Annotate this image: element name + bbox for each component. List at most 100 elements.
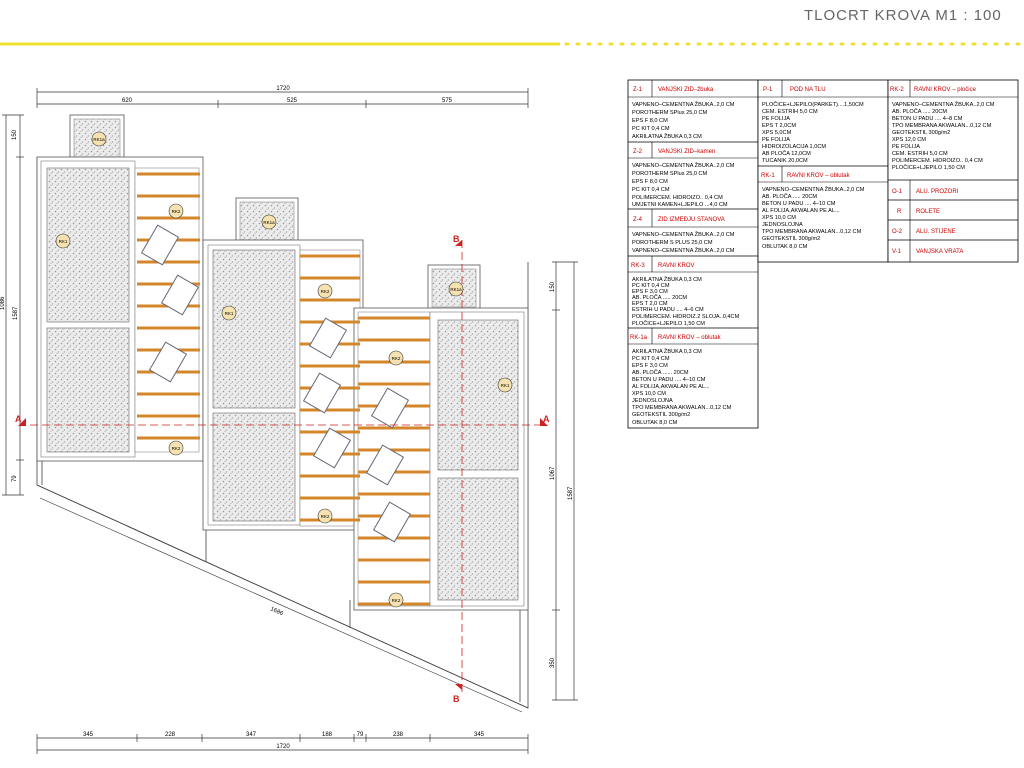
svg-text:POD NA TLU: POD NA TLU — [790, 87, 826, 93]
roof-tag: RK1 — [221, 305, 237, 321]
svg-text:XPS 12,0 CM: XPS 12,0 CM — [892, 137, 926, 143]
bottom-dim-5: 79 — [357, 732, 364, 738]
svg-text:ESTRIH U PADU .... 4–6 CM: ESTRIH U PADU .... 4–6 CM — [632, 307, 704, 313]
svg-text:AKRILATNA ŽBUKA 0,3 C: AKRILATNA ŽBUKA 0,3 CM — [632, 347, 702, 355]
roof-tag: RK2 — [317, 283, 333, 299]
svg-text:VANJSKI ZID–žbuka: VANJSKI ZID–žbuka — [658, 87, 714, 93]
unit-1 — [36, 114, 204, 462]
svg-text:HIDROIZOLACIJA 1,0CM: HIDROIZOLACIJA 1,0CM — [762, 144, 826, 150]
section-b-top: B — [453, 234, 460, 244]
svg-text:VAPNENO–CEMENTNA ŽBUKA..2,0: VAPNENO–CEMENTNA ŽBUKA..2,0 CM — [632, 246, 735, 254]
svg-text:PE FOLIJA: PE FOLIJA — [762, 116, 790, 122]
svg-text:RK2: RK2 — [321, 514, 330, 519]
roof-tag: RK1a — [91, 131, 107, 147]
bottom-dim-6: 238 — [393, 732, 404, 738]
svg-text:AL FOLIJA,AKWALAN PE AL...: AL FOLIJA,AKWALAN PE AL... — [762, 208, 840, 214]
svg-text:GEOTEKSTIL 300g/m2: GEOTEKSTIL 300g/m2 — [632, 412, 690, 418]
top-dim-3: 575 — [442, 98, 453, 104]
svg-text:RK-1a: RK-1a — [630, 335, 648, 341]
svg-text:RK1: RK1 — [225, 311, 234, 316]
svg-text:JEDNOSLOJNA: JEDNOSLOJNA — [762, 222, 803, 228]
svg-text:RAVNI KROV – oblutak: RAVNI KROV – oblutak — [658, 335, 722, 341]
svg-text:PC KIT 0,4: PC KIT 0,4 CM — [632, 187, 670, 193]
left-dimension-lines — [2, 114, 24, 496]
svg-text:GEOTEKSTIL 300g/m2: GEOTEKSTIL 300g/m2 — [892, 130, 950, 136]
roof-tag: RK1 — [55, 233, 71, 249]
bottom-dimension-lines — [36, 734, 529, 754]
svg-text:EPS F 8,0: EPS F 8,0 CM — [632, 118, 668, 124]
svg-text:VAPNENO–CEMENTNA ŽBUKA..2,0: VAPNENO–CEMENTNA ŽBUKA..2,0 CM — [632, 161, 735, 169]
svg-text:CEM. ESTRIH 5,0 CM: CEM. ESTRIH 5,0 CM — [762, 109, 818, 115]
svg-text:PC KIT 0,4: PC KIT 0,4 CM — [632, 283, 670, 289]
svg-text:POLIMERCEM. HIDROIZO.. 0,4: POLIMERCEM. HIDROIZO.. 0,4 CM — [632, 195, 723, 201]
svg-text:EPS T 2,0CM: EPS T 2,0CM — [762, 123, 796, 129]
svg-text:PC KIT 0,4: PC KIT 0,4 CM — [632, 126, 670, 132]
svg-text:PLOČICE+LJEPILO 1,50: PLOČICE+LJEPILO 1,50 CM — [892, 164, 965, 171]
svg-text:R: R — [897, 209, 902, 215]
top-dimension-lines — [36, 88, 529, 108]
svg-text:AL FOLIJA,AKWALAN PE AL...: AL FOLIJA,AKWALAN PE AL... — [632, 384, 710, 390]
svg-text:RK1: RK1 — [59, 239, 68, 244]
roof-tag: RK2 — [168, 203, 184, 219]
section-markers — [18, 240, 548, 690]
right-dim-2: 1067 — [550, 466, 556, 480]
svg-text:PE FOLIJA: PE FOLIJA — [762, 137, 790, 143]
roof-tag: RK2 — [317, 508, 333, 524]
svg-text:EPS F 3,0 CM: EPS F 3,0 CM — [632, 289, 668, 295]
svg-text:TPO MEMBRANA AKWALAN...0,12: TPO MEMBRANA AKWALAN...0,12 CM — [892, 123, 992, 129]
legend-table: Z-1 VANJSKI ZID–žbuka Z-2 VANJSKI ZID–ka… — [627, 79, 1019, 429]
svg-text:PLOČICE+LJEPILO(PARKET)....1,5: PLOČICE+LJEPILO(PARKET)....1,50CM — [762, 101, 864, 108]
svg-text:TPO MEMBRANA AKWALAN...0,12: TPO MEMBRANA AKWALAN...0,12 CM — [632, 405, 732, 411]
left-dim-4: 79 — [12, 475, 18, 482]
svg-text:POLIMERCEM. HIDROIZ.2 SLOJA.: POLIMERCEM. HIDROIZ.2 SLOJA..0,4CM — [632, 314, 740, 320]
section-a-left: A — [15, 414, 22, 424]
svg-text:VANJSKI ZID–kamen: VANJSKI ZID–kamen — [658, 149, 715, 155]
svg-text:ALU. STIJENE: ALU. STIJENE — [916, 229, 956, 235]
svg-text:AKRILATNA ŽBUKA 0,3 C: AKRILATNA ŽBUKA 0,3 CM — [632, 275, 702, 283]
svg-text:JEDNOSLOJNA: JEDNOSLOJNA — [632, 398, 673, 404]
svg-text:Z-1: Z-1 — [633, 87, 643, 93]
svg-text:RK1a: RK1a — [450, 287, 462, 292]
bottom-dim-7: 345 — [474, 732, 485, 738]
left-dim-3: 1587 — [13, 306, 19, 320]
svg-text:RK2: RK2 — [172, 209, 181, 214]
svg-text:P-1: P-1 — [763, 87, 773, 93]
svg-text:AB. PLOČA ..... 20CM: AB. PLOČA ..... 20CM — [762, 193, 817, 200]
svg-text:ALU. PROZORI: ALU. PROZORI — [916, 189, 959, 195]
bottom-dim-2: 228 — [165, 732, 176, 738]
svg-text:RK1: RK1 — [501, 383, 510, 388]
roof-tag: RK1a — [448, 281, 464, 297]
right-dimension-lines — [552, 261, 578, 701]
section-lines — [30, 240, 545, 692]
svg-text:POROTHERM S PLUS 25,0: POROTHERM S PLUS 25,0 CM — [632, 240, 713, 246]
diagonal-dimension-line — [39, 497, 523, 713]
svg-text:RK2: RK2 — [392, 356, 401, 361]
svg-text:RK2: RK2 — [321, 289, 330, 294]
svg-text:RK-1: RK-1 — [761, 173, 775, 179]
bottom-dim-4: 188 — [322, 732, 333, 738]
roof-tag: RK2 — [388, 350, 404, 366]
unit-2 — [202, 197, 364, 531]
svg-text:BETON U PADU .... 4–10 CM: BETON U PADU .... 4–10 CM — [632, 377, 706, 383]
svg-text:RK1a: RK1a — [263, 220, 275, 225]
svg-text:VAPNENO–CEMENTNA ŽBUKA..2,0: VAPNENO–CEMENTNA ŽBUKA..2,0 CM — [892, 100, 995, 108]
svg-text:O-1: O-1 — [892, 189, 903, 195]
right-dim-1: 150 — [550, 281, 556, 292]
svg-text:UMJETNI KAMEN+LJEPILO ...4,0: UMJETNI KAMEN+LJEPILO ...4,0 CM — [632, 202, 728, 208]
svg-text:PE FOLIJA: PE FOLIJA — [892, 144, 920, 150]
roof-tag: RK2 — [388, 592, 404, 608]
diagonal-dim: 1686 — [269, 606, 284, 617]
svg-text:TPO MEMBRANA AKWALAN...0,12: TPO MEMBRANA AKWALAN...0,12 CM — [762, 229, 862, 235]
right-dim-3: 350 — [550, 657, 556, 668]
bottom-dim-1: 345 — [83, 732, 94, 738]
svg-text:AB. PLOČA ..... 20CM: AB. PLOČA ..... 20CM — [632, 294, 687, 301]
svg-text:AKRILATNA ŽBUKA 0,3 C: AKRILATNA ŽBUKA 0,3 CM — [632, 132, 702, 140]
svg-text:RAVNI KROV: RAVNI KROV — [658, 263, 695, 269]
svg-text:OBLUTAK 8,0 CM: OBLUTAK 8,0 CM — [762, 244, 808, 250]
svg-text:BETON U PADU .... 4–10 CM: BETON U PADU .... 4–10 CM — [762, 201, 836, 207]
roof-tag: RK2 — [168, 440, 184, 456]
svg-text:PLOČICE+LJEPILO 1,50: PLOČICE+LJEPILO 1,50 CM — [632, 320, 705, 327]
svg-text:VAPNENO–CEMENTNA ŽBUKA..2,0: VAPNENO–CEMENTNA ŽBUKA..2,0 CM — [762, 185, 865, 193]
left-dim-1: 150 — [12, 129, 18, 140]
svg-text:POROTHERM SPlus 25,0 CM: POROTHERM SPlus 25,0 CM — [632, 171, 708, 177]
